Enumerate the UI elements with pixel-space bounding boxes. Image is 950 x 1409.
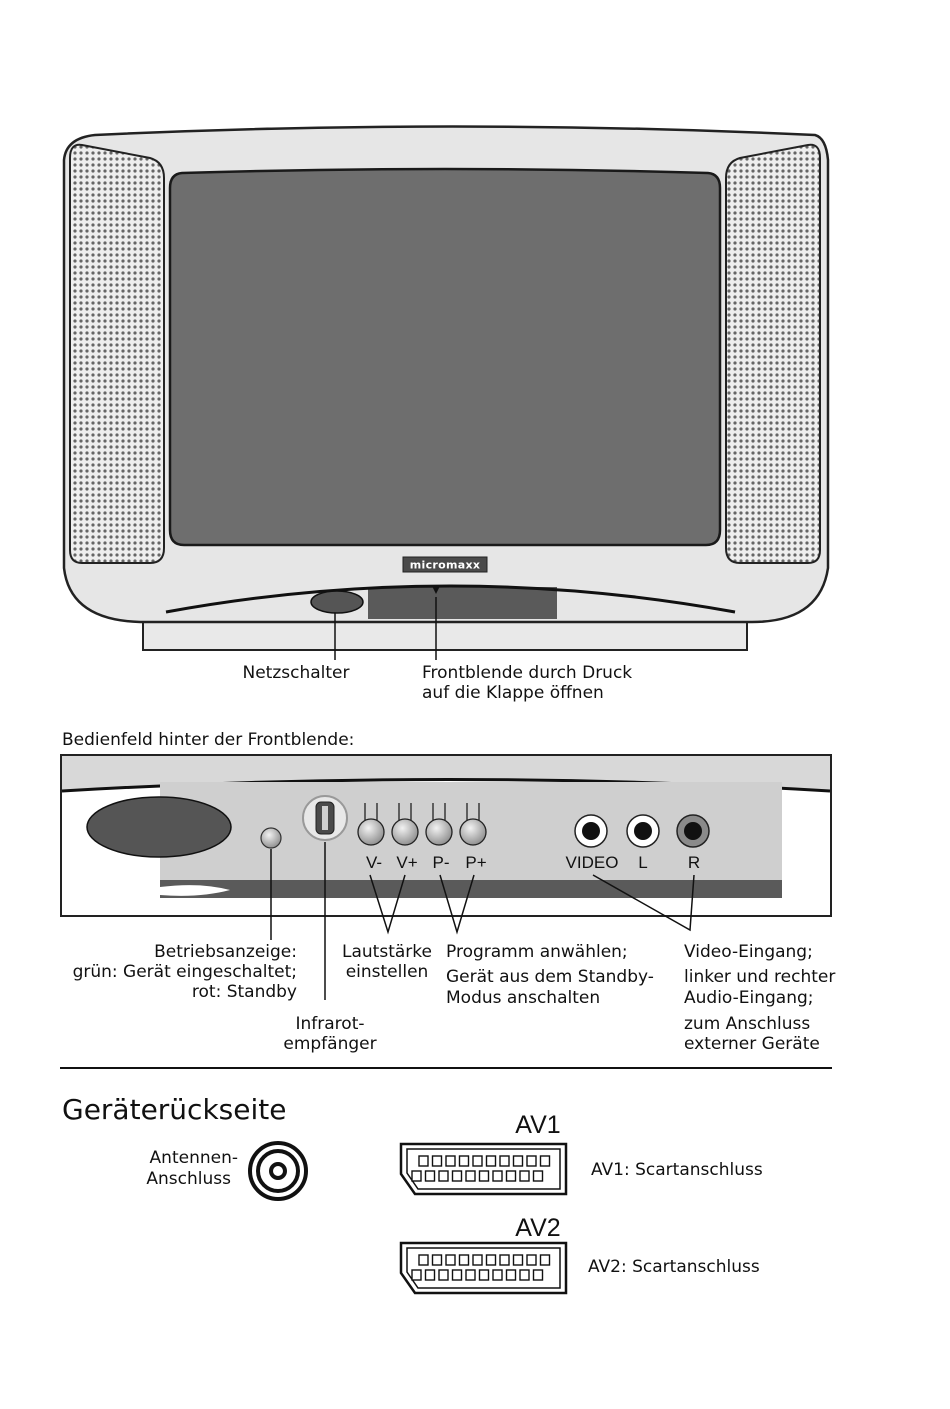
antenna-label-1: Antennen-: [150, 1148, 238, 1168]
jack-label-r: R: [688, 853, 700, 872]
front-flap: [368, 587, 557, 619]
program-label-3: Modus anschalten: [446, 988, 600, 1008]
audio-left-jack-hole: [634, 822, 652, 840]
control-panel-heading: Bedienfeld hinter der Frontblende:: [62, 730, 354, 750]
brand-badge: [402, 556, 488, 573]
front-flap-edge: [165, 584, 736, 614]
av1-description: AV1: Scartanschluss: [591, 1160, 763, 1180]
program-label-1: Programm anwählen;: [446, 942, 628, 962]
panel-bottom-notch: [160, 885, 230, 896]
av1-scart-connector: [399, 1142, 568, 1196]
volume-label-2: einstellen: [346, 962, 429, 982]
button-label-v-minus: V-: [366, 853, 382, 872]
audio-right-jack-hole: [684, 822, 702, 840]
led-label-1: Betriebsanzeige:: [154, 942, 297, 962]
back-heading: Geräterückseite: [62, 1093, 286, 1126]
right-speaker-grille: [725, 143, 821, 564]
ir-label-2: empfänger: [283, 1034, 376, 1054]
volume-label-1: Lautstärke: [342, 942, 432, 962]
led-label-2: grün: Gerät eingeschaltet;: [73, 962, 297, 982]
av-input-label-4: zum Anschluss: [684, 1014, 810, 1034]
program-label-2: Gerät aus dem Standby-: [446, 967, 654, 987]
av-input-label-3: Audio-Eingang;: [684, 988, 814, 1008]
av2-description: AV2: Scartanschluss: [588, 1257, 760, 1277]
brand-label: micromaxx: [410, 559, 481, 572]
ir-label-1: Infrarot-: [296, 1014, 365, 1034]
tv-front: micromaxx: [62, 125, 830, 651]
flap-arrow-icon: [432, 586, 440, 594]
button-label-v-plus: V+: [396, 853, 417, 872]
ir-receiver-highlight: [322, 806, 328, 830]
av-input-label-2: linker und rechter: [684, 967, 835, 987]
av1-title: AV1: [515, 1111, 560, 1139]
power-switch-label: Netzschalter: [243, 663, 350, 683]
av-input-label-5: externer Geräte: [684, 1034, 820, 1054]
jack-label-l: L: [638, 853, 647, 872]
control-panel: V- V+ P- P+ VIDEO L R: [60, 754, 832, 917]
power-led: [260, 827, 282, 849]
av2-title: AV2: [515, 1214, 560, 1242]
button-label-p-plus: P+: [465, 853, 486, 872]
antenna-label-2: Anschluss: [146, 1169, 231, 1189]
av2-scart-connector: [399, 1241, 568, 1295]
av-input-label-1: Video-Eingang;: [684, 942, 813, 962]
panel-leaders: [270, 842, 695, 1000]
power-switch: [310, 590, 364, 614]
program-up-button: [459, 818, 487, 846]
antenna-connector: [248, 1141, 308, 1201]
panel-power-button: [86, 796, 232, 858]
volume-up-button: [391, 818, 419, 846]
front-panel-label-2: auf die Klappe öffnen: [422, 683, 604, 703]
front-panel-label-1: Frontblende durch Druck: [422, 663, 632, 683]
jack-label-video: VIDEO: [566, 853, 619, 872]
panel-buttons: [357, 803, 487, 846]
button-label-p-minus: P-: [433, 853, 450, 872]
program-down-button: [425, 818, 453, 846]
led-label-3: rot: Standby: [192, 982, 297, 1002]
volume-down-button: [357, 818, 385, 846]
left-speaker-grille: [69, 143, 165, 564]
video-jack-hole: [582, 822, 600, 840]
tv-screen: [168, 167, 722, 547]
